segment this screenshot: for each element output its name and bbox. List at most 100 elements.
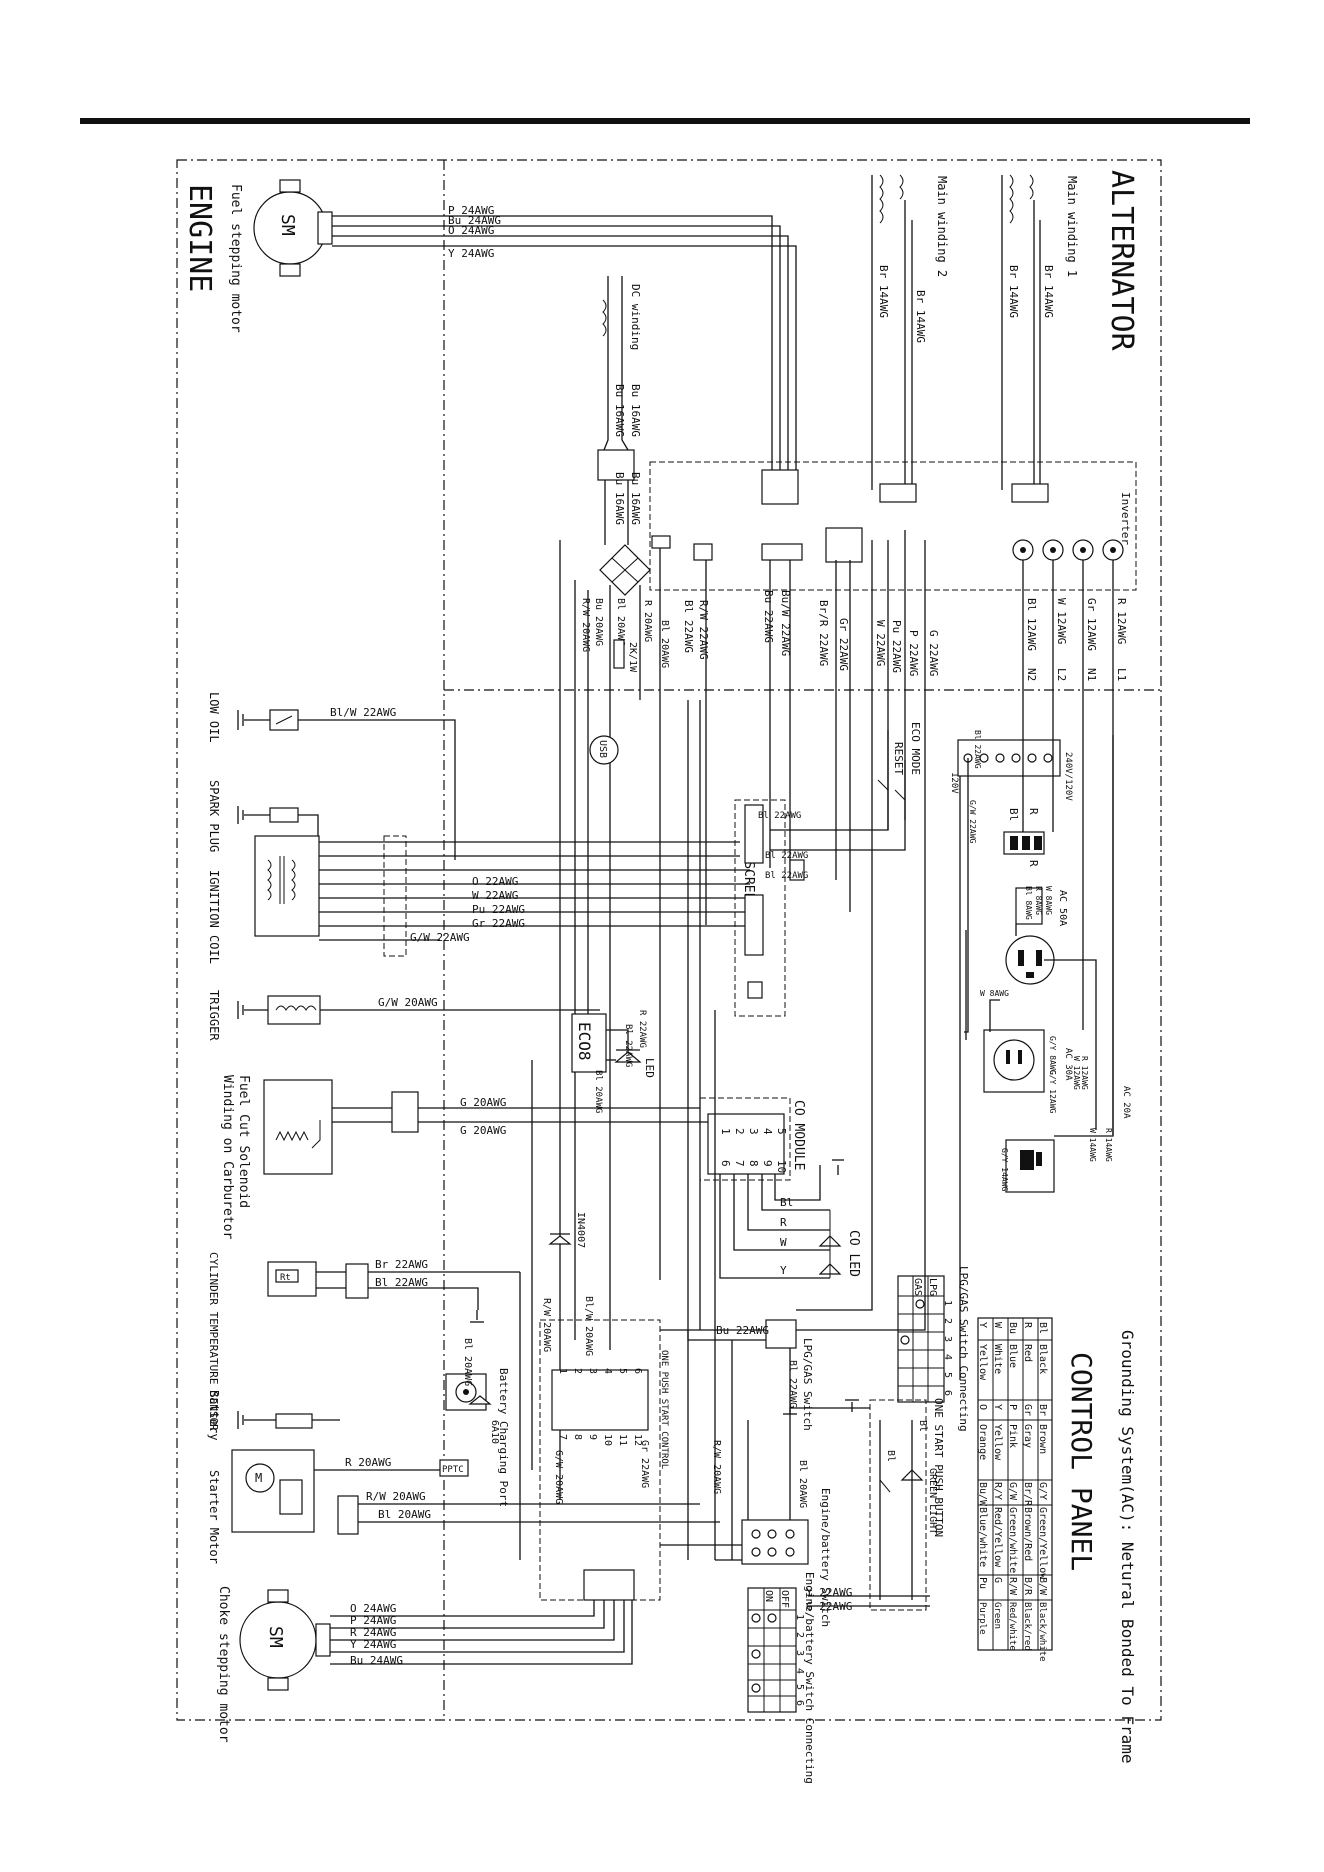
inverter-connector-a — [825, 527, 863, 563]
fuel-cut-wire-1: G 20AWG — [460, 1096, 506, 1109]
alt-wire-1: Br 14AWG — [1042, 265, 1055, 318]
engine-switch-wire: Bl 20AWG — [797, 1460, 808, 1508]
ign-wire-gr: Gr 22AWG — [472, 917, 525, 930]
color-legend-entries: Bl Black Br Brown G/Y Green/Yellow B/W B… — [977, 1322, 1048, 1662]
led-wire-2: Bl 22AWG — [765, 851, 808, 861]
rect-wire-rw: R/W 20AWG — [580, 598, 591, 652]
low-oil-sensor — [237, 709, 456, 860]
rect-wire-r: R 20AWG — [642, 600, 653, 642]
co-wire-bl: Bl — [780, 1196, 793, 1209]
one-push-wire-gr: Gr 22AWG — [639, 1440, 650, 1488]
svg-text:8: 8 — [747, 1160, 760, 1167]
rec-wire-bl: Bl — [1007, 808, 1020, 821]
charging-fuse: 6A10 — [489, 1420, 500, 1444]
usb-label: USB — [597, 740, 608, 758]
inverter-label: Inverter — [1119, 492, 1132, 545]
svg-text:10: 10 — [602, 1434, 613, 1446]
svg-text:6: 6 — [942, 1390, 953, 1396]
svg-text:4: 4 — [794, 1668, 805, 1674]
led-screen-connector-b — [744, 894, 764, 956]
sig-wire-p: P 22AWG — [907, 630, 920, 676]
main-winding-1 — [1001, 174, 1041, 490]
rect-wire-bl2: Bl 20AWG — [615, 598, 626, 646]
fuel-cut-wire-2: G 20AWG — [460, 1124, 506, 1137]
choke-wire-y: Y 24AWG — [350, 1638, 396, 1651]
ign-wire-w: W 22AWG — [472, 889, 518, 902]
battery — [237, 1411, 340, 1429]
rec-wire-gw22: G/W 22AWG — [968, 800, 977, 844]
co-wire-w: W — [780, 1236, 787, 1249]
lpg-row-gas: GAS — [912, 1278, 923, 1296]
svg-text:5: 5 — [617, 1368, 628, 1374]
ac-50a-label: AC 50A — [1057, 890, 1068, 926]
co-module-connector — [707, 1113, 785, 1175]
rec-wire-r12: R 12AWG — [1080, 1056, 1089, 1090]
cyl-wire-bl: Bl 22AWG — [375, 1276, 428, 1289]
header-rule — [80, 118, 1250, 124]
one-push-wire-rw: R/W 20AWG — [541, 1298, 552, 1352]
svg-text:Br: Br — [1037, 1404, 1048, 1416]
one-push-wire-blw: Bl/W 20AWG — [583, 1296, 594, 1356]
reset-label: RESET — [892, 742, 905, 775]
dc-wire-1: Bu 16AWG — [629, 384, 642, 437]
co-module-pins: 5 4 3 2 1 10 9 8 7 6 — [719, 1128, 788, 1173]
svg-text:OFF: OFF — [779, 1590, 790, 1608]
engine-title: ENGINE — [182, 184, 217, 292]
button-wire-bl2: Bl — [917, 1420, 928, 1432]
lpg-table-title: LPG/GAS Switch Connecting — [957, 1266, 970, 1432]
svg-text:Red/white: Red/white — [1007, 1602, 1017, 1651]
rec-wire-r14: R 14AWG — [1104, 1128, 1113, 1162]
rectifier-wires — [559, 480, 641, 1500]
trigger — [237, 995, 600, 1025]
svg-text:B/W: B/W — [1037, 1577, 1048, 1596]
svg-text:Yellow: Yellow — [992, 1424, 1003, 1461]
svg-text:Black: Black — [1037, 1344, 1048, 1374]
svg-text:Pu: Pu — [977, 1577, 988, 1589]
starter-wire-bl: Bl 20AWG — [378, 1508, 431, 1521]
svg-text:3: 3 — [942, 1336, 953, 1342]
dc-wire-3: Bu 16AWG — [629, 472, 642, 525]
cylinder-sensor-symbol: Rt — [280, 1273, 291, 1283]
led-screen-connector-a — [744, 804, 764, 864]
engine-battery-switch[interactable] — [741, 1519, 809, 1565]
lpg-row-lpg: LPG — [927, 1278, 938, 1296]
inverter-connector-d — [651, 535, 671, 549]
engine-table-on: ON — [763, 1590, 774, 1602]
svg-text:B/R: B/R — [1022, 1577, 1033, 1596]
color-legend-table — [977, 1317, 1053, 1651]
sig-wire-bl: Bl 22AWG — [682, 600, 695, 653]
lpg-gas-switch[interactable] — [765, 1319, 797, 1349]
rect-wire-bl: Bl 20AWG — [659, 620, 670, 668]
pptc — [439, 1459, 469, 1477]
one-start-push-button[interactable] — [879, 1420, 924, 1600]
svg-text:10: 10 — [775, 1160, 788, 1173]
line-n2: N2 — [1025, 668, 1038, 681]
eco8-box — [571, 1013, 607, 1073]
low-oil-label: LOW OIL — [207, 692, 221, 743]
engine-table-header: OFF 1 2 3 4 5 6 — [779, 1590, 805, 1706]
svg-text:1: 1 — [942, 1300, 953, 1306]
sig-wire-w: W 22AWG — [874, 620, 887, 666]
green-light-label: GREEN LIGHT — [927, 1468, 938, 1534]
engine-switch-table — [747, 1587, 797, 1713]
co-led-label: CO LED — [846, 1230, 861, 1277]
svg-text:3: 3 — [794, 1650, 805, 1656]
cyl-wire-br: Br 22AWG — [375, 1258, 428, 1271]
svg-text:1: 1 — [719, 1128, 732, 1135]
svg-text:9: 9 — [761, 1160, 774, 1167]
rect-wire-bu: Bu 20AWG — [593, 598, 604, 646]
dual-voltage-terminals — [963, 753, 1053, 763]
sig-wire-bu-w: Bu/W 22AWG — [779, 590, 792, 656]
main-winding-2-label: Main winding 2 — [935, 176, 949, 277]
svg-text:Bu/W: Bu/W — [977, 1482, 988, 1507]
line-n1: N1 — [1085, 668, 1098, 681]
svg-text:Yellow: Yellow — [977, 1344, 988, 1381]
svg-text:1: 1 — [557, 1368, 568, 1374]
inverter-connector-c — [693, 543, 713, 561]
svg-text:R: R — [1022, 1322, 1033, 1329]
dc-winding — [597, 276, 635, 481]
control-panel-harness — [660, 830, 926, 1561]
main-winding-2 — [871, 174, 913, 490]
starter-motor-symbol: M — [255, 1471, 262, 1485]
sig-wire-g: G 22AWG — [927, 630, 940, 676]
